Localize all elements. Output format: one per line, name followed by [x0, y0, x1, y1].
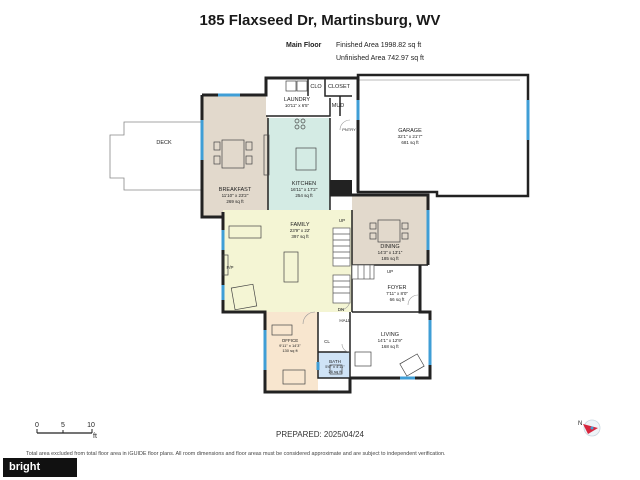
scale-bar: 0 5 10 ft — [35, 422, 97, 440]
living-chair — [399, 353, 425, 377]
prepared-date: PREPARED: 2025/04/24 — [276, 430, 364, 439]
label-dn: DN — [338, 307, 345, 312]
deck-outline — [109, 121, 203, 191]
label-foyer-area: 66 sq ft — [390, 297, 406, 302]
armchair — [230, 283, 258, 311]
label-kitchen-dims: 16'11" x 17'2" — [291, 187, 318, 192]
area-summary: Main Floor Finished Area 1998.82 sq ft Un… — [286, 39, 424, 65]
label-pntry: PNTRY — [342, 127, 356, 132]
label-kitchen-area: 254 sq ft — [295, 193, 313, 198]
breakfast-table — [221, 139, 245, 169]
label-office-dims: 9'11" x 14'3" — [279, 343, 301, 348]
scale-tick-10: 10 — [87, 422, 95, 429]
label-mud: MUD — [332, 103, 345, 109]
chimney-block — [330, 180, 352, 195]
label-dining-area: 185 sq ft — [381, 256, 399, 261]
floor-name: Main Floor — [286, 42, 322, 49]
sofa-top — [228, 225, 262, 239]
kitchen-fill — [268, 118, 330, 210]
windows — [200, 93, 530, 380]
disclaimer-text: Total area excluded from total floor are… — [26, 451, 446, 457]
label-family-area: 397 sq ft — [291, 234, 309, 239]
label-living-area: 168 sq ft — [381, 344, 399, 349]
label-fp: F/P — [226, 265, 233, 270]
label-laundry: LAUNDRY — [284, 97, 311, 103]
laundry-fill — [266, 80, 330, 116]
scale-unit: ft — [93, 433, 97, 440]
bath-vanity — [329, 364, 343, 375]
unfinished-area: Unfinished Area 742.97 sq ft — [336, 55, 424, 62]
stairs — [332, 227, 375, 304]
label-breakfast: BREAKFAST — [219, 187, 252, 193]
watermark-logo: bright — [3, 458, 77, 477]
breakfast-fill — [202, 95, 268, 217]
furniture — [213, 80, 425, 385]
label-kitchen: KITCHEN — [292, 181, 316, 187]
label-office-area: 130 sq ft — [282, 348, 298, 353]
label-closet: CLOSET — [328, 84, 351, 90]
label-breakfast-dims: 11'10" x 23'2" — [222, 193, 249, 198]
label-up-1: UP — [339, 218, 345, 223]
finished-area: Finished Area 1998.82 sq ft — [336, 42, 422, 49]
label-laundry-dims: 10'11" x 6'5" — [285, 103, 310, 108]
family-fill — [222, 210, 352, 330]
compass-n-icon: N — [578, 421, 582, 427]
label-deck: DECK — [156, 140, 172, 146]
garage-outline — [356, 73, 530, 198]
label-hall: HALL — [339, 318, 351, 323]
label-garage-area: 681 sq ft — [401, 140, 419, 145]
label-office: OFFICE — [282, 338, 299, 343]
living-chair-2 — [354, 351, 372, 367]
label-garage: GARAGE — [398, 128, 422, 134]
sofa-right — [283, 251, 299, 283]
label-garage-dims: 32'1" x 21'7" — [398, 134, 423, 139]
label-foyer-dims: 7'11" x 8'0" — [386, 291, 408, 296]
door-swings — [302, 119, 419, 353]
office-desk-bottom — [282, 369, 306, 385]
dining-fill — [352, 195, 428, 265]
label-foyer: FOYER — [388, 285, 407, 291]
compass-icon: N — [578, 419, 601, 437]
dining-table — [377, 219, 401, 243]
label-bath-dims: 5'6" x 4'11" — [325, 364, 345, 369]
label-clo: CLO — [310, 84, 322, 90]
label-family: FAMILY — [290, 222, 309, 228]
label-up-2: UP — [387, 269, 393, 274]
label-family-dims: 23'9" x 22' — [290, 228, 311, 233]
label-cl: CL — [324, 339, 330, 344]
label-living: LIVING — [381, 332, 399, 338]
page-title: 185 Flaxseed Dr, Martinsburg, WV — [199, 12, 441, 29]
scale-tick-5: 5 — [61, 422, 65, 429]
fireplace — [222, 254, 229, 276]
label-living-dims: 14'1" x 12'9" — [378, 338, 403, 343]
scale-tick-0: 0 — [35, 422, 39, 429]
label-bath-area: 26 sq ft — [328, 369, 342, 374]
office-desk-top — [271, 324, 293, 336]
label-dining: DINING — [380, 244, 399, 250]
label-dining-dims: 14'3" x 13'1" — [378, 250, 403, 255]
label-breakfast-area: 269 sq ft — [226, 199, 244, 204]
kitchen-island — [295, 147, 317, 171]
label-bath: BATH — [329, 359, 341, 364]
